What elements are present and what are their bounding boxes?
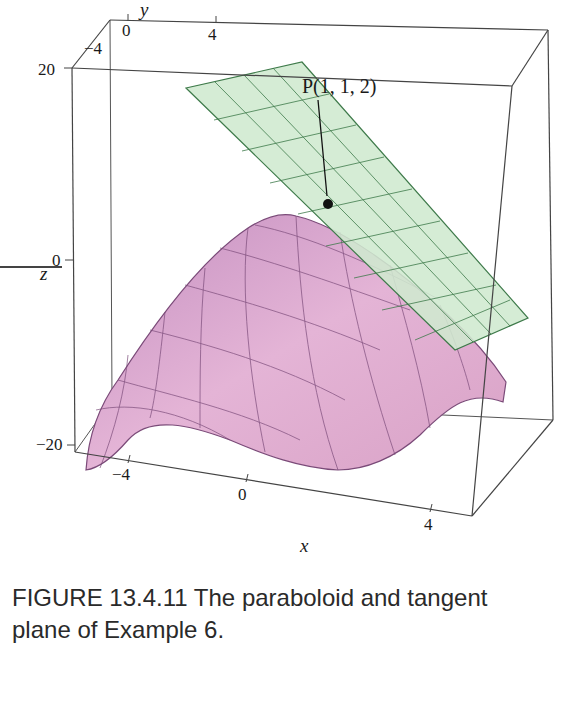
tick-label: −20: [36, 436, 63, 453]
tick-label: −4: [84, 40, 102, 57]
tick-label: 0: [52, 252, 61, 269]
tick-label: 20: [38, 61, 55, 78]
tick-label: 0: [122, 22, 131, 39]
figure-caption: FIGURE 13.4.11 The paraboloid and tangen…: [12, 582, 512, 646]
bounding-box: [72, 20, 553, 516]
point-marker: [323, 199, 333, 209]
tick-label: 0: [238, 486, 247, 503]
axis-name: x: [300, 536, 308, 555]
leader-line: [318, 100, 327, 196]
point-label: P(1, 1, 2): [302, 76, 376, 96]
axis-name: y: [140, 0, 148, 19]
tick-label: −4: [112, 466, 130, 483]
axis-ticks: [64, 14, 432, 512]
axis-name: z: [40, 264, 47, 283]
tick-label: 4: [208, 26, 217, 43]
tick-label: 4: [424, 516, 433, 533]
tangent-plane: [186, 62, 528, 350]
